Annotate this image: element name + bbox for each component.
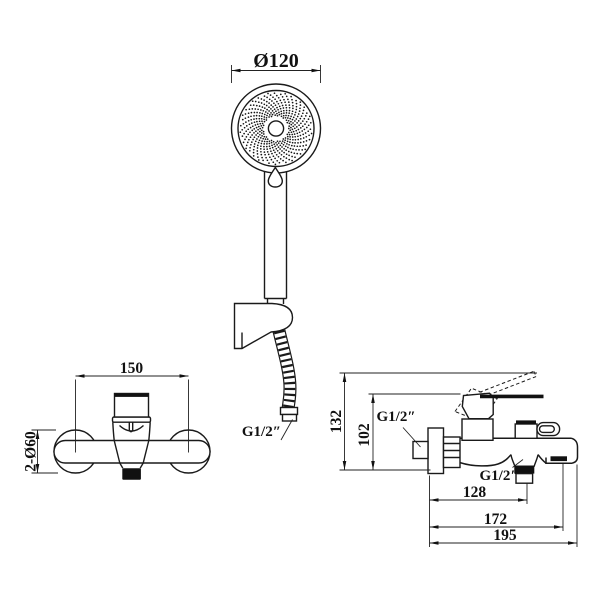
- shower-head-view: Ø120 G1/2″: [230, 50, 322, 441]
- outlet-offset-label: 128: [463, 484, 487, 501]
- shower-hose: [272, 329, 297, 410]
- shower-handle: [263, 171, 288, 304]
- wall-holder-bracket: [233, 302, 294, 350]
- index-slot: [128, 422, 134, 433]
- body-shoulder-arc: [119, 424, 144, 432]
- diverter-knob: [514, 420, 561, 440]
- spray-dots: [239, 92, 313, 166]
- hose-connector-nut: [279, 406, 299, 422]
- head-face-rim: [237, 89, 315, 168]
- hose-hook: [536, 421, 561, 437]
- raised-height-label: 132: [328, 410, 345, 434]
- outlet-thread-label: G1/2″: [480, 468, 519, 484]
- hex-nut: [442, 436, 461, 469]
- cartridge-neck: [461, 418, 494, 441]
- mixer-side-view: G1/2″ G1/2″ 132 102 128 172: [328, 370, 579, 547]
- lever-height-label: 102: [356, 423, 373, 447]
- dimension-lever-height: 102: [356, 393, 461, 470]
- dimension-center-distance: 150: [75, 360, 189, 453]
- dimension-spout-reach: 172: [429, 464, 564, 531]
- spout-reach-label: 172: [484, 511, 508, 528]
- shower-outlet-thread: [514, 466, 535, 474]
- mixer-body-bar: [53, 439, 211, 464]
- mixer-center-assembly: [111, 392, 152, 480]
- flange-diameter-label: 2-Ø60: [23, 431, 40, 472]
- handle-body-side: [461, 392, 494, 420]
- head-center-cap: [267, 120, 285, 137]
- hose-thread-callout: G1/2″: [242, 419, 293, 441]
- mixer-front-view: 150 2-Ø60: [23, 360, 211, 480]
- dimension-total-depth: 195: [429, 464, 578, 547]
- handle-knob: [113, 392, 150, 418]
- water-drop-logo: [267, 166, 284, 188]
- handle-knob-top-edge: [114, 393, 149, 397]
- hose-thread-label: G1/2″: [242, 424, 281, 440]
- wall-thread-label: G1/2″: [377, 409, 416, 425]
- spout-outlet-slot: [550, 456, 567, 462]
- wall-plate: [427, 427, 445, 475]
- handle-escutcheon: [111, 416, 152, 423]
- dimension-head-diameter: Ø120: [231, 50, 321, 83]
- dimension-arrowheads: [35, 68, 577, 545]
- center-distance-label: 150: [120, 360, 144, 377]
- bottom-outlet-thread: [122, 468, 141, 480]
- total-depth-label: 195: [493, 527, 517, 544]
- wall-thread-callout: G1/2″: [377, 409, 421, 448]
- head-diameter-label: Ø120: [253, 50, 299, 72]
- dimension-raised-height: 132: [328, 372, 537, 471]
- dimension-outlet-offset: 128: [429, 475, 528, 547]
- dimension-flange-diameter: 2-Ø60: [23, 429, 58, 474]
- outlet-thread-callout: G1/2″: [480, 459, 524, 484]
- wall-inlet-nipple: [412, 440, 429, 460]
